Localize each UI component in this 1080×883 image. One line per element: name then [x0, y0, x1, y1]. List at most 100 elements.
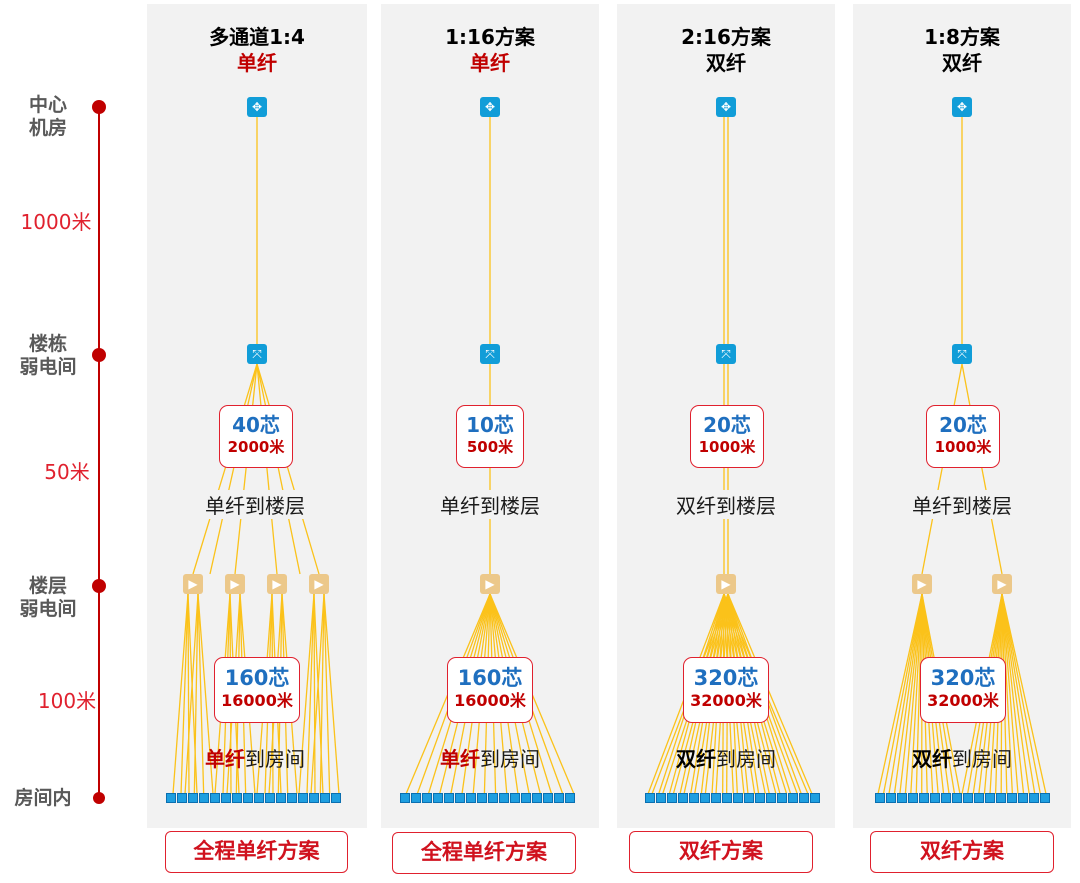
- core-count-badge-mid: 20芯 1000米: [926, 405, 1000, 468]
- drop-fiber: [180, 593, 189, 795]
- core-count-badge-bottom: 160芯 16000米: [214, 657, 300, 723]
- room-port-icon: [1040, 793, 1050, 803]
- room-port-icon: [466, 793, 476, 803]
- building-splitter-icon: ⤧: [480, 344, 500, 364]
- drop-fiber: [1001, 593, 1014, 795]
- drop-fiber: [1001, 593, 1036, 795]
- stage-label-room: 房间内: [14, 787, 72, 809]
- room-port-icon: [766, 793, 776, 803]
- room-port-icon: [645, 793, 655, 803]
- drop-fiber: [298, 593, 315, 795]
- room-ports-row: [645, 793, 820, 804]
- riser-fiber: [256, 363, 301, 575]
- scheme-button-4[interactable]: 双纤方案: [870, 831, 1054, 873]
- drop-fiber: [319, 593, 325, 795]
- drop-fiber: [727, 593, 813, 795]
- riser-fiber: [256, 363, 320, 575]
- floor-splitter-icon: ▶: [992, 574, 1012, 594]
- room-port-icon: [477, 793, 487, 803]
- room-port-icon: [232, 793, 242, 803]
- timeline-axis: [98, 106, 100, 798]
- drop-fiber: [172, 593, 189, 795]
- drop-fiber: [323, 593, 331, 795]
- to-room-label: 单纤到房间: [440, 747, 540, 771]
- room-port-icon: [444, 793, 454, 803]
- room-port-icon: [733, 793, 743, 803]
- core-count-badge-mid: 40芯 2000米: [219, 405, 293, 468]
- room-port-icon: [510, 793, 520, 803]
- drop-fiber: [310, 593, 325, 795]
- room-port-icon: [788, 793, 798, 803]
- core-switch-icon: ✥: [247, 97, 267, 117]
- floor-splitter-icon: ▶: [480, 574, 500, 594]
- column-title-3: 2:16方案双纤: [681, 25, 771, 75]
- room-port-icon: [908, 793, 918, 803]
- room-port-icon: [689, 793, 699, 803]
- drop-fiber: [899, 593, 923, 795]
- room-ports-row: [166, 793, 341, 804]
- scheme-button-1[interactable]: 全程单纤方案: [165, 831, 348, 873]
- riser-fiber: [234, 363, 258, 575]
- room-port-icon: [433, 793, 443, 803]
- room-port-icon: [974, 793, 984, 803]
- distance-label-50m: 50米: [44, 460, 90, 484]
- room-port-icon: [210, 793, 220, 803]
- room-port-icon: [309, 793, 319, 803]
- room-port-icon: [521, 793, 531, 803]
- room-port-icon: [963, 793, 973, 803]
- room-port-icon: [919, 793, 929, 803]
- riser-fiber: [961, 363, 1003, 575]
- distance-label-100m: 100米: [37, 689, 97, 713]
- room-port-icon: [331, 793, 341, 803]
- drop-fiber: [893, 593, 923, 795]
- room-port-icon: [411, 793, 421, 803]
- room-port-icon: [930, 793, 940, 803]
- column-title-4: 1:8方案双纤: [924, 25, 1000, 75]
- room-port-icon: [678, 793, 688, 803]
- core-switch-icon: ✥: [480, 97, 500, 117]
- drop-fiber: [1001, 593, 1042, 795]
- room-ports-row: [400, 793, 575, 804]
- to-floor-label: 单纤到楼层: [390, 490, 590, 519]
- room-port-icon: [985, 793, 995, 803]
- to-room-label: 单纤到房间: [205, 747, 305, 771]
- scheme-button-2[interactable]: 全程单纤方案: [392, 832, 576, 874]
- stage-label-center: 中心机房: [28, 94, 67, 139]
- drop-fiber: [904, 593, 923, 795]
- room-port-icon: [711, 793, 721, 803]
- room-port-icon: [499, 793, 509, 803]
- room-port-icon: [221, 793, 231, 803]
- core-count-badge-mid: 10芯 500米: [456, 405, 524, 468]
- room-port-icon: [422, 793, 432, 803]
- riser-fiber: [921, 363, 963, 575]
- room-port-icon: [298, 793, 308, 803]
- room-port-icon: [1007, 793, 1017, 803]
- room-port-icon: [243, 793, 253, 803]
- scheme-button-3[interactable]: 双纤方案: [629, 831, 813, 873]
- room-port-icon: [455, 793, 465, 803]
- room-port-icon: [886, 793, 896, 803]
- floor-splitter-icon: ▶: [309, 574, 329, 594]
- room-port-icon: [1018, 793, 1028, 803]
- core-count-badge-bottom: 160芯 16000米: [447, 657, 533, 723]
- drop-fiber: [915, 593, 923, 795]
- drop-fiber: [193, 593, 199, 795]
- drop-fiber: [888, 593, 923, 795]
- timeline-dot-room: [93, 792, 105, 804]
- room-port-icon: [287, 793, 297, 803]
- stage-label-building: 楼栋弱电间: [19, 333, 77, 378]
- drop-fiber: [1001, 593, 1030, 795]
- timeline-dot-building: [92, 348, 106, 362]
- building-splitter-icon: ⤧: [716, 344, 736, 364]
- room-port-icon: [532, 793, 542, 803]
- core-count-badge-mid: 20芯 1000米: [690, 405, 764, 468]
- to-floor-label: 双纤到楼层: [626, 490, 826, 519]
- floor-splitter-icon: ▶: [716, 574, 736, 594]
- room-port-icon: [952, 793, 962, 803]
- drop-fiber: [1001, 593, 1025, 795]
- column-title-2: 1:16方案单纤: [445, 25, 535, 75]
- room-port-icon: [744, 793, 754, 803]
- core-switch-icon: ✥: [716, 97, 736, 117]
- room-port-icon: [897, 793, 907, 803]
- building-splitter-icon: ⤧: [247, 344, 267, 364]
